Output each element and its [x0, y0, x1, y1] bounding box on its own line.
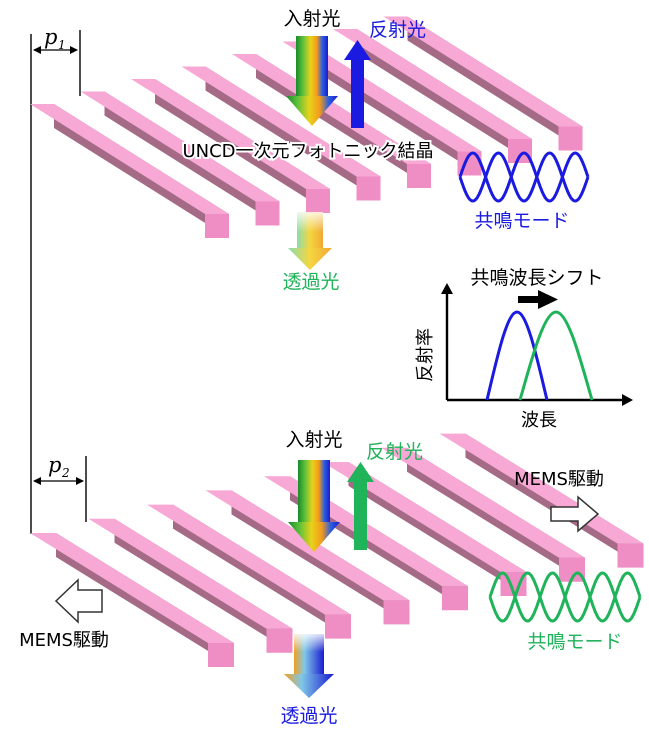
incident-light-label-bottom: 入射光	[285, 429, 342, 451]
crystal-label: UNCD一次元フォトニック結晶	[182, 141, 433, 162]
grating-bar	[88, 518, 293, 653]
grating-bar	[383, 16, 583, 151]
reflected-light-label-top: 反射光	[369, 19, 426, 41]
grating-bar	[181, 66, 381, 201]
resonance-wave-upper	[458, 151, 590, 203]
period-marker-p2: p 2	[33, 453, 87, 522]
incident-light-arrow-bottom	[288, 460, 340, 552]
inset-y-axis-label: 反射率	[415, 328, 436, 382]
grating-bar	[80, 91, 280, 226]
grating-bar	[147, 504, 351, 639]
transmitted-light-label-bottom: 透過光	[280, 705, 337, 727]
grating-bar	[381, 447, 585, 582]
resonance-mode-wave-bottom	[488, 571, 642, 623]
peak-after-shift	[518, 310, 594, 401]
period-label-p2: p	[48, 453, 61, 477]
grating-bar	[205, 490, 410, 625]
bottom-panel: p 2 入射光 反射光 MEMS駆	[19, 429, 644, 727]
incident-light-label-top: 入射光	[283, 8, 340, 30]
mems-drive-label-left: MEMS駆動	[19, 630, 109, 651]
resonance-mode-label-top: 共鳴モード	[474, 210, 569, 232]
inset-x-axis-label: 波長	[521, 410, 557, 431]
top-panel: p 1 入射光 反射光 UNCD一次元フォトニック結晶 共鳴モード 透過光	[30, 8, 590, 293]
inset-title: 共鳴波長シフト	[470, 267, 603, 289]
peak-before-shift	[485, 310, 549, 401]
resonance-wave-lower	[488, 571, 642, 623]
transmitted-light-arrow-bottom	[284, 634, 334, 698]
reflected-light-arrow-top	[344, 40, 371, 128]
top-grating-bars	[30, 16, 583, 238]
grating-bar	[333, 29, 532, 163]
grating-bar	[30, 104, 229, 238]
mems-drive-arrow-left	[54, 578, 103, 624]
period-label-p1: p	[44, 25, 57, 49]
period-subscript-p1: 1	[58, 38, 66, 52]
mems-drive-label-right: MEMS駆動	[514, 469, 604, 490]
resonance-mode-wave-top	[458, 151, 590, 203]
transmitted-light-arrow-top	[288, 212, 332, 270]
bottom-grating-bars	[30, 433, 644, 667]
period-subscript-p2: 2	[61, 466, 70, 480]
grating-bar	[30, 533, 234, 667]
transmitted-light-label-top: 透過光	[282, 271, 339, 293]
reflected-light-label-bottom: 反射光	[366, 441, 423, 463]
period-marker-p1: p 1	[33, 25, 81, 96]
grating-bar	[131, 79, 330, 213]
resonance-shift-inset: 共鳴波長シフト 反射率 波長	[415, 267, 633, 431]
resonance-wave-lower	[458, 151, 590, 203]
resonance-mode-label-bottom: 共鳴モード	[527, 631, 622, 653]
reflected-light-arrow-bottom	[347, 462, 374, 550]
incident-light-arrow-top	[286, 36, 338, 126]
shift-arrow	[518, 290, 558, 309]
mems-drive-arrow-right	[550, 495, 600, 533]
